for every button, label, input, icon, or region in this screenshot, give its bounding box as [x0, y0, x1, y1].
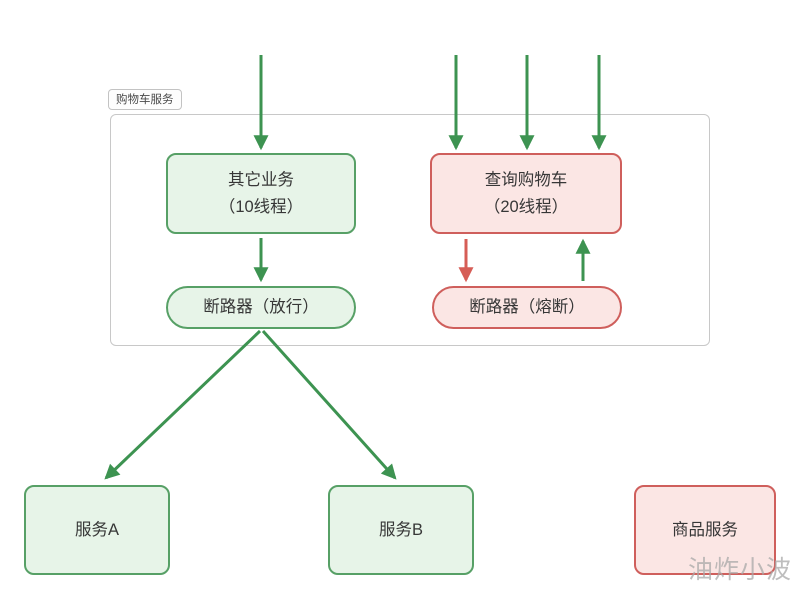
group-label: 购物车服务 [108, 89, 182, 110]
node-service-a: 服务A [24, 485, 170, 575]
node-query-cart-line1: 查询购物车 [484, 170, 568, 189]
node-service-b-label: 服务B [378, 520, 423, 539]
node-other-business-line1: 其它业务 [228, 170, 294, 189]
node-breaker-pass-label: 断路器（放行） [203, 298, 319, 316]
node-other-business: 其它业务 （10线程） [166, 153, 356, 234]
node-product-service: 商品服务 [634, 485, 776, 575]
node-breaker-pass: 断路器（放行） [166, 286, 356, 329]
node-query-cart: 查询购物车 （20线程） [430, 153, 622, 234]
node-product-service-label: 商品服务 [672, 520, 738, 539]
shopping-cart-service-group [110, 114, 710, 346]
node-breaker-fuse: 断路器（熔断） [432, 286, 622, 329]
node-service-b: 服务B [328, 485, 474, 575]
node-service-a-label: 服务A [74, 520, 119, 539]
node-query-cart-line2: （20线程） [483, 197, 569, 216]
arrow-breaker-pass-to-service-a [104, 329, 262, 480]
node-other-business-line2: （10线程） [218, 197, 304, 216]
node-breaker-fuse-label: 断路器（熔断） [469, 298, 585, 316]
arrow-breaker-pass-to-service-b [261, 329, 397, 480]
